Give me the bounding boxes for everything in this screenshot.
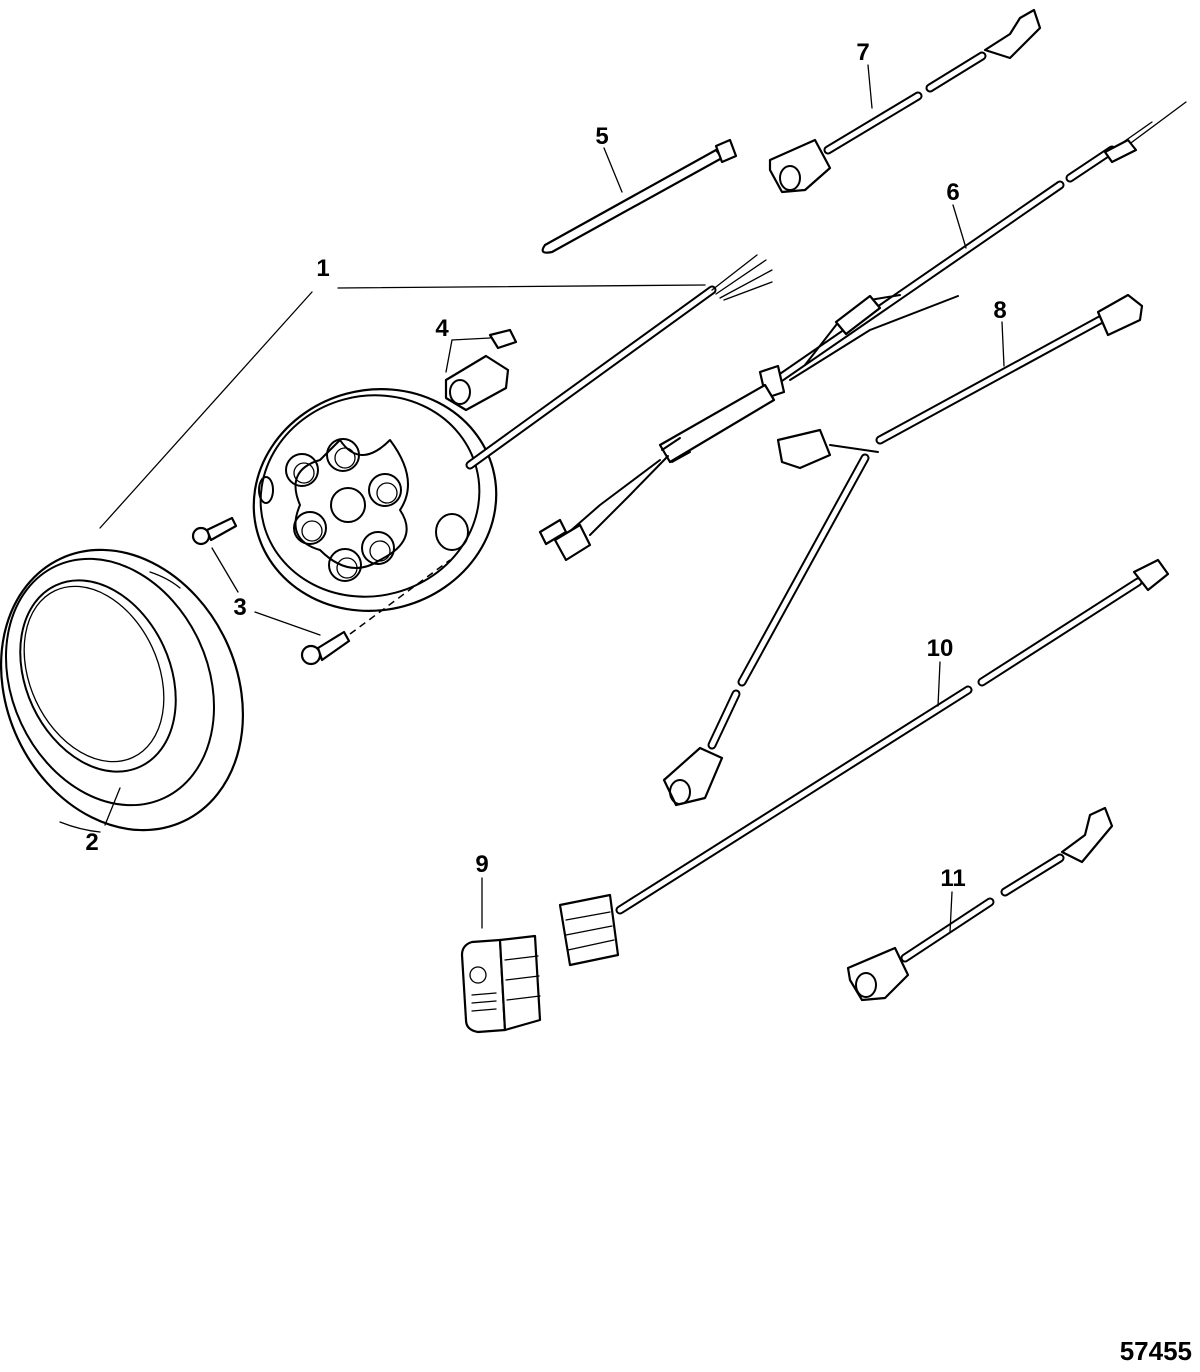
part-1-light-housing — [252, 254, 773, 612]
leader-lines — [99, 64, 1005, 933]
callout-1: 1 — [316, 255, 329, 282]
callout-11: 11 — [940, 865, 965, 892]
callout-8: 8 — [993, 297, 1006, 324]
part-6-driver-harness — [538, 101, 1187, 562]
screw-alignment-line — [349, 559, 451, 635]
part-9-rocker-switch — [460, 934, 542, 1034]
figure-number: 57455 — [1120, 1336, 1192, 1366]
part-8-y-harness — [662, 293, 1144, 807]
callout-2: 2 — [85, 829, 98, 856]
callout-9: 9 — [475, 851, 488, 878]
callout-6: 6 — [946, 179, 959, 206]
callout-4: 4 — [435, 315, 449, 342]
part-3-screw-lower — [300, 630, 351, 666]
part-11-extension-harness — [846, 806, 1114, 1002]
part-10-switch-harness — [558, 558, 1170, 967]
callout-5: 5 — [595, 123, 608, 150]
part-3-screw-upper — [191, 516, 238, 546]
part-5-cable-tie — [541, 138, 738, 254]
callout-10: 10 — [927, 635, 954, 662]
part-2-bezel-ring — [0, 548, 245, 833]
callout-3: 3 — [233, 594, 246, 621]
callout-7: 7 — [856, 39, 869, 66]
callout-labels: 1 2 3 4 5 6 7 8 9 10 11 — [85, 39, 1006, 892]
part-4-connector — [444, 328, 518, 412]
part-7-extension-harness — [768, 8, 1042, 194]
